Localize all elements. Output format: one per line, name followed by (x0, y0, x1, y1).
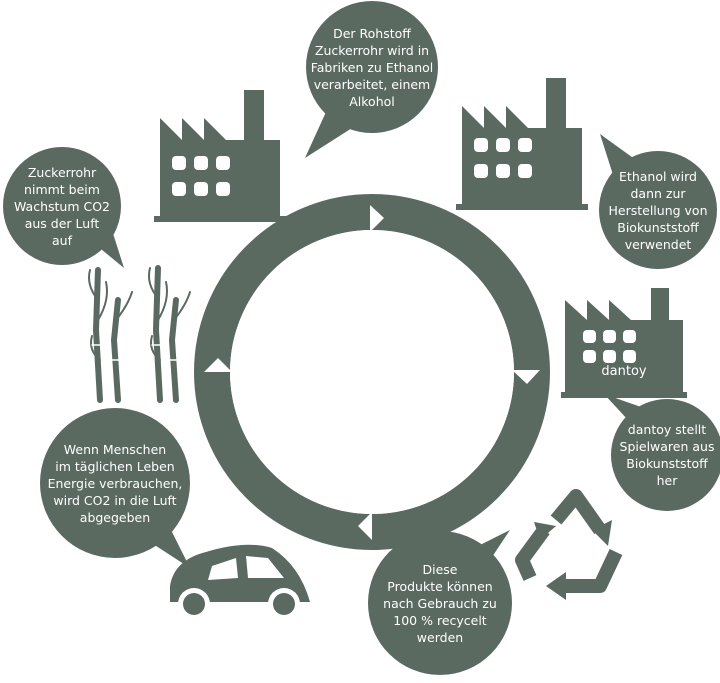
sugarcane-icon (88, 265, 191, 403)
factory-brand-label: dantoy (601, 364, 647, 379)
bubble-zuckerrohr (3, 147, 124, 268)
bubble-menschen (40, 408, 190, 568)
bubble-dantoy (604, 394, 720, 511)
bubble-recycelt (368, 530, 512, 675)
bubble-text-ethanol: Ethanol wird dann zur Herstellung von Bi… (608, 168, 708, 252)
bubble-text-zuckerrohr: Zuckerrohr nimmt beim Wachstum CO2 aus d… (13, 164, 111, 248)
cycle-ring (194, 194, 550, 550)
bubble-text-recycelt: Diese Produkte können nach Gebrauch zu 1… (383, 561, 497, 645)
bubble-ethanol (599, 134, 717, 269)
factory-icon (456, 78, 588, 210)
bubble-rohstoff (305, 1, 438, 158)
car-icon (170, 544, 310, 620)
factory-icon (154, 90, 286, 222)
recycle-arrowheads (534, 520, 612, 600)
bubble-text-menschen: Wenn Menschen im täglichen Leben Energie… (47, 441, 183, 525)
recycle-icon (515, 489, 623, 593)
factory-icon (561, 288, 687, 398)
bubble-text-dantoy: dantoy stellt Spielwaren aus Biokunststo… (619, 422, 715, 488)
bubble-text-rohstoff: Der Rohstoff Zuckerrohr wird in Fabriken… (310, 25, 434, 109)
